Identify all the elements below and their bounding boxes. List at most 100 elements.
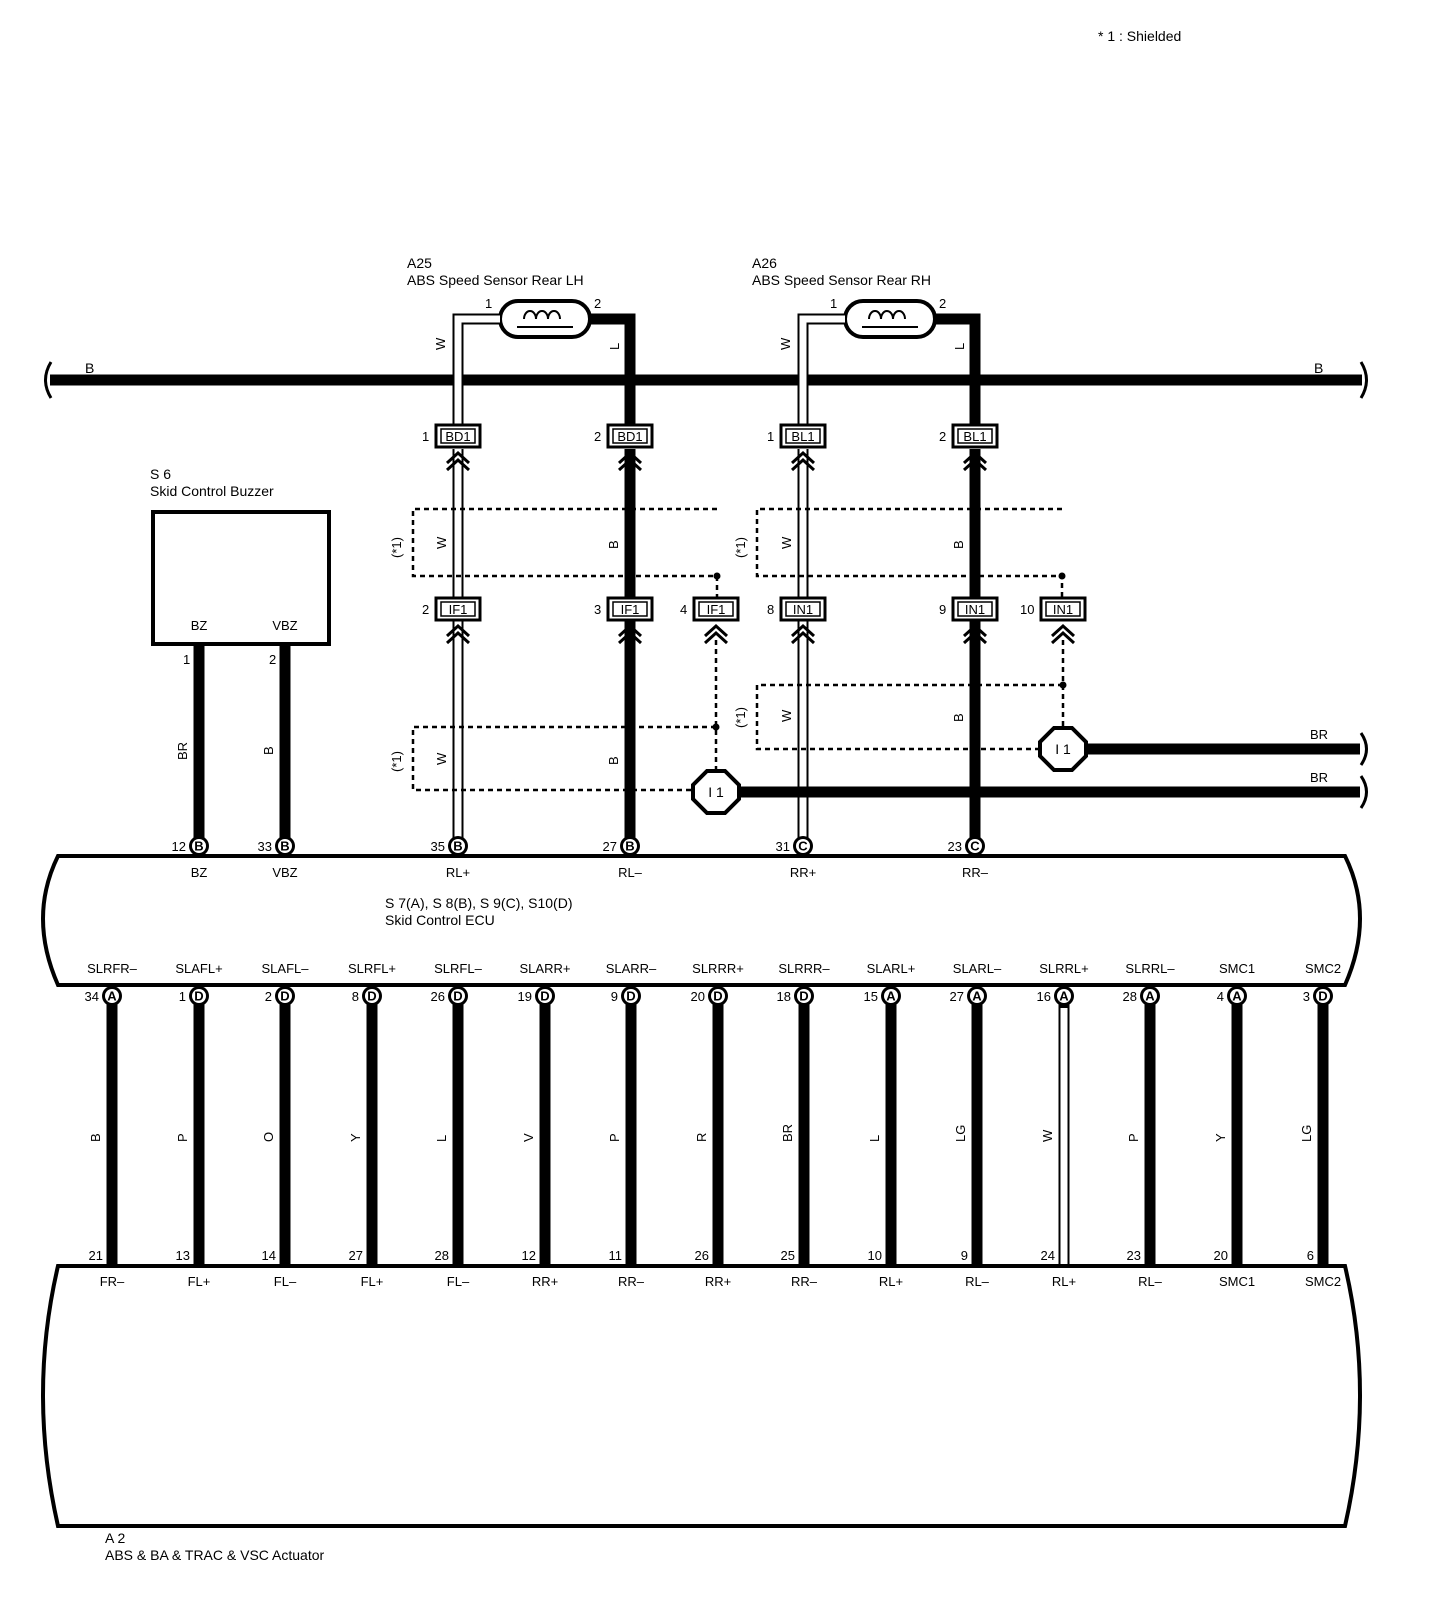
ecu-top-pin-2-inner	[451, 839, 465, 853]
shield-marker-lh-upper: (*1)	[389, 537, 404, 558]
wire-2-ecu-pin-inner	[278, 989, 292, 1003]
wire-12-ecu-pin-letter: A	[1145, 989, 1155, 1004]
junction-bd1-2-pin: 2	[594, 429, 601, 444]
junction-in1-10-label: IN1	[1053, 602, 1073, 617]
wire-4-ecu-pin-letter: D	[453, 989, 462, 1004]
wire-4-ecu-pin-inner	[451, 989, 465, 1003]
junction-if1-2-label: IF1	[449, 602, 468, 617]
wire-8-act-pin: 25	[781, 1248, 795, 1263]
junction-if1-2: IF1 2	[422, 596, 482, 622]
junction-if1-4-pin: 4	[680, 602, 687, 617]
junction-in1-10: IN1 10	[1020, 596, 1087, 622]
ecu-top-pin-5-letter: C	[970, 839, 980, 854]
wire-6-ecu-pin-number: 9	[611, 989, 618, 1004]
rh-w-color-1: W	[779, 536, 794, 549]
wire-4-ecu-name: SLRFL–	[434, 961, 482, 976]
wire-11-color: W	[1040, 1129, 1055, 1142]
wire-10-ecu-pin-inner	[970, 989, 984, 1003]
wire-13-act-name: SMC1	[1219, 1274, 1255, 1289]
wire-10-ecu-name: SLARL–	[953, 961, 1002, 976]
junction-if1-4: IF1 4	[680, 596, 740, 622]
ground-i1-left-label: I 1	[708, 784, 724, 800]
junction-if1-3-pin: 3	[594, 602, 601, 617]
junction-in1-9-pin: 9	[939, 602, 946, 617]
ecu-top-pin-2-number: 35	[431, 839, 445, 854]
ecu-top-pin-4-number: 31	[776, 839, 790, 854]
wire-13-act-pin: 20	[1214, 1248, 1228, 1263]
wire-12-ecu-name: SLRRL–	[1125, 961, 1175, 976]
junction-bl1-2-pin: 2	[939, 429, 946, 444]
wire-1-act-name: FL+	[188, 1274, 211, 1289]
s6-pin-bz: BZ	[191, 618, 208, 633]
wire-0-color: B	[88, 1133, 103, 1142]
a25-pin2: 2	[594, 296, 601, 311]
ground-i1-right-label: I 1	[1055, 741, 1071, 757]
wire-7-ecu-name: SLRRR+	[692, 961, 744, 976]
junction-if1-3-label: IF1	[621, 602, 640, 617]
wire-10-ecu-pin-letter: A	[972, 989, 982, 1004]
actuator-pin-names: FR–FL+FL–FL+FL–RR+RR–RR+RR–RL+RL–RL+RL–S…	[100, 1274, 1341, 1289]
wire-12-color: P	[1126, 1133, 1141, 1142]
shield-marker-lh-lower: (*1)	[389, 751, 404, 772]
wire-2-color: O	[261, 1132, 276, 1142]
junction-bl1-1-label: BL1	[791, 429, 814, 444]
wire-9-act-name: RL+	[879, 1274, 903, 1289]
sensor-a26-wires	[797, 313, 981, 424]
buzzer-br-color: BR	[175, 742, 190, 760]
wire-3-act-pin: 27	[349, 1248, 363, 1263]
wire-11-ecu-pin-number: 16	[1037, 989, 1051, 1004]
rh-b-color-2: B	[951, 713, 966, 722]
wire-7-act-pin: 26	[695, 1248, 709, 1263]
shield-marker-rh-lower: (*1)	[733, 707, 748, 728]
ecu-top-pin-2-name: RL+	[446, 865, 470, 880]
shield-lh-lower: (*1)	[389, 723, 720, 792]
wire-7-ecu-pin-inner	[711, 989, 725, 1003]
wire-10-act-name: RL–	[965, 1274, 990, 1289]
wire-11-ecu-pin-inner	[1057, 989, 1071, 1003]
wire-14-ecu-pin-letter: D	[1318, 989, 1327, 1004]
rh-b-color-1: B	[951, 540, 966, 549]
junction-bd1-1: BD1 1	[422, 423, 482, 449]
ecu-top-pin-5-number: 23	[948, 839, 962, 854]
junction-in1-9-label: IN1	[965, 602, 985, 617]
ecu-top-pin-3-number: 27	[603, 839, 617, 854]
wire-3-color: Y	[348, 1133, 363, 1142]
wire-10-ecu-pin-number: 27	[950, 989, 964, 1004]
wire-8-ecu-pin-letter: D	[799, 989, 808, 1004]
a2-name: ABS & BA & TRAC & VSC Actuator	[105, 1547, 325, 1563]
a26-name: ABS Speed Sensor Rear RH	[752, 272, 931, 288]
wire-9-ecu-pin-number: 15	[864, 989, 878, 1004]
s6-name: Skid Control Buzzer	[150, 483, 274, 499]
ecu-top-pin-0-name: BZ	[191, 865, 208, 880]
wire-6-ecu-pin-inner	[624, 989, 638, 1003]
junction-bd1-2-label: BD1	[617, 429, 642, 444]
a25-coil-icon	[523, 310, 561, 320]
b-bus: B B	[44, 360, 1368, 399]
wire-1-ecu-pin-letter: D	[194, 989, 203, 1004]
wire-9-act-pin: 10	[868, 1248, 882, 1263]
wire-12-act-pin: 23	[1127, 1248, 1141, 1263]
s6-body	[151, 510, 331, 646]
wire-5-ecu-pin-letter: D	[540, 989, 549, 1004]
wire-2-act-pin: 14	[262, 1248, 276, 1263]
wire-6-ecu-name: SLARR–	[606, 961, 657, 976]
wire-3-ecu-pin-letter: D	[367, 989, 376, 1004]
wire-5-ecu-name: SLARR+	[520, 961, 571, 976]
wire-8-ecu-name: SLRRR–	[778, 961, 830, 976]
wire-3-ecu-name: SLRFL+	[348, 961, 396, 976]
wire-0-ecu-name: SLRFR–	[87, 961, 138, 976]
wire-12-act-name: RL–	[1138, 1274, 1163, 1289]
wire-8-act-name: RR–	[791, 1274, 818, 1289]
junction-if1-2-pin: 2	[422, 602, 429, 617]
ecu-top-pin-0-letter: B	[194, 839, 203, 854]
ecu-top-pin-2-letter: B	[453, 839, 462, 854]
wire-0-act-pin: 21	[89, 1248, 103, 1263]
buzzer-b-color: B	[261, 746, 276, 755]
a26-coil-icon	[868, 310, 906, 320]
connector-chevrons	[445, 450, 1076, 645]
wire-0-act-name: FR–	[100, 1274, 125, 1289]
actuator-body	[41, 1264, 1362, 1528]
ecu-top-pin-4-inner	[796, 839, 810, 853]
ecu-top-pin-4-letter: C	[798, 839, 808, 854]
